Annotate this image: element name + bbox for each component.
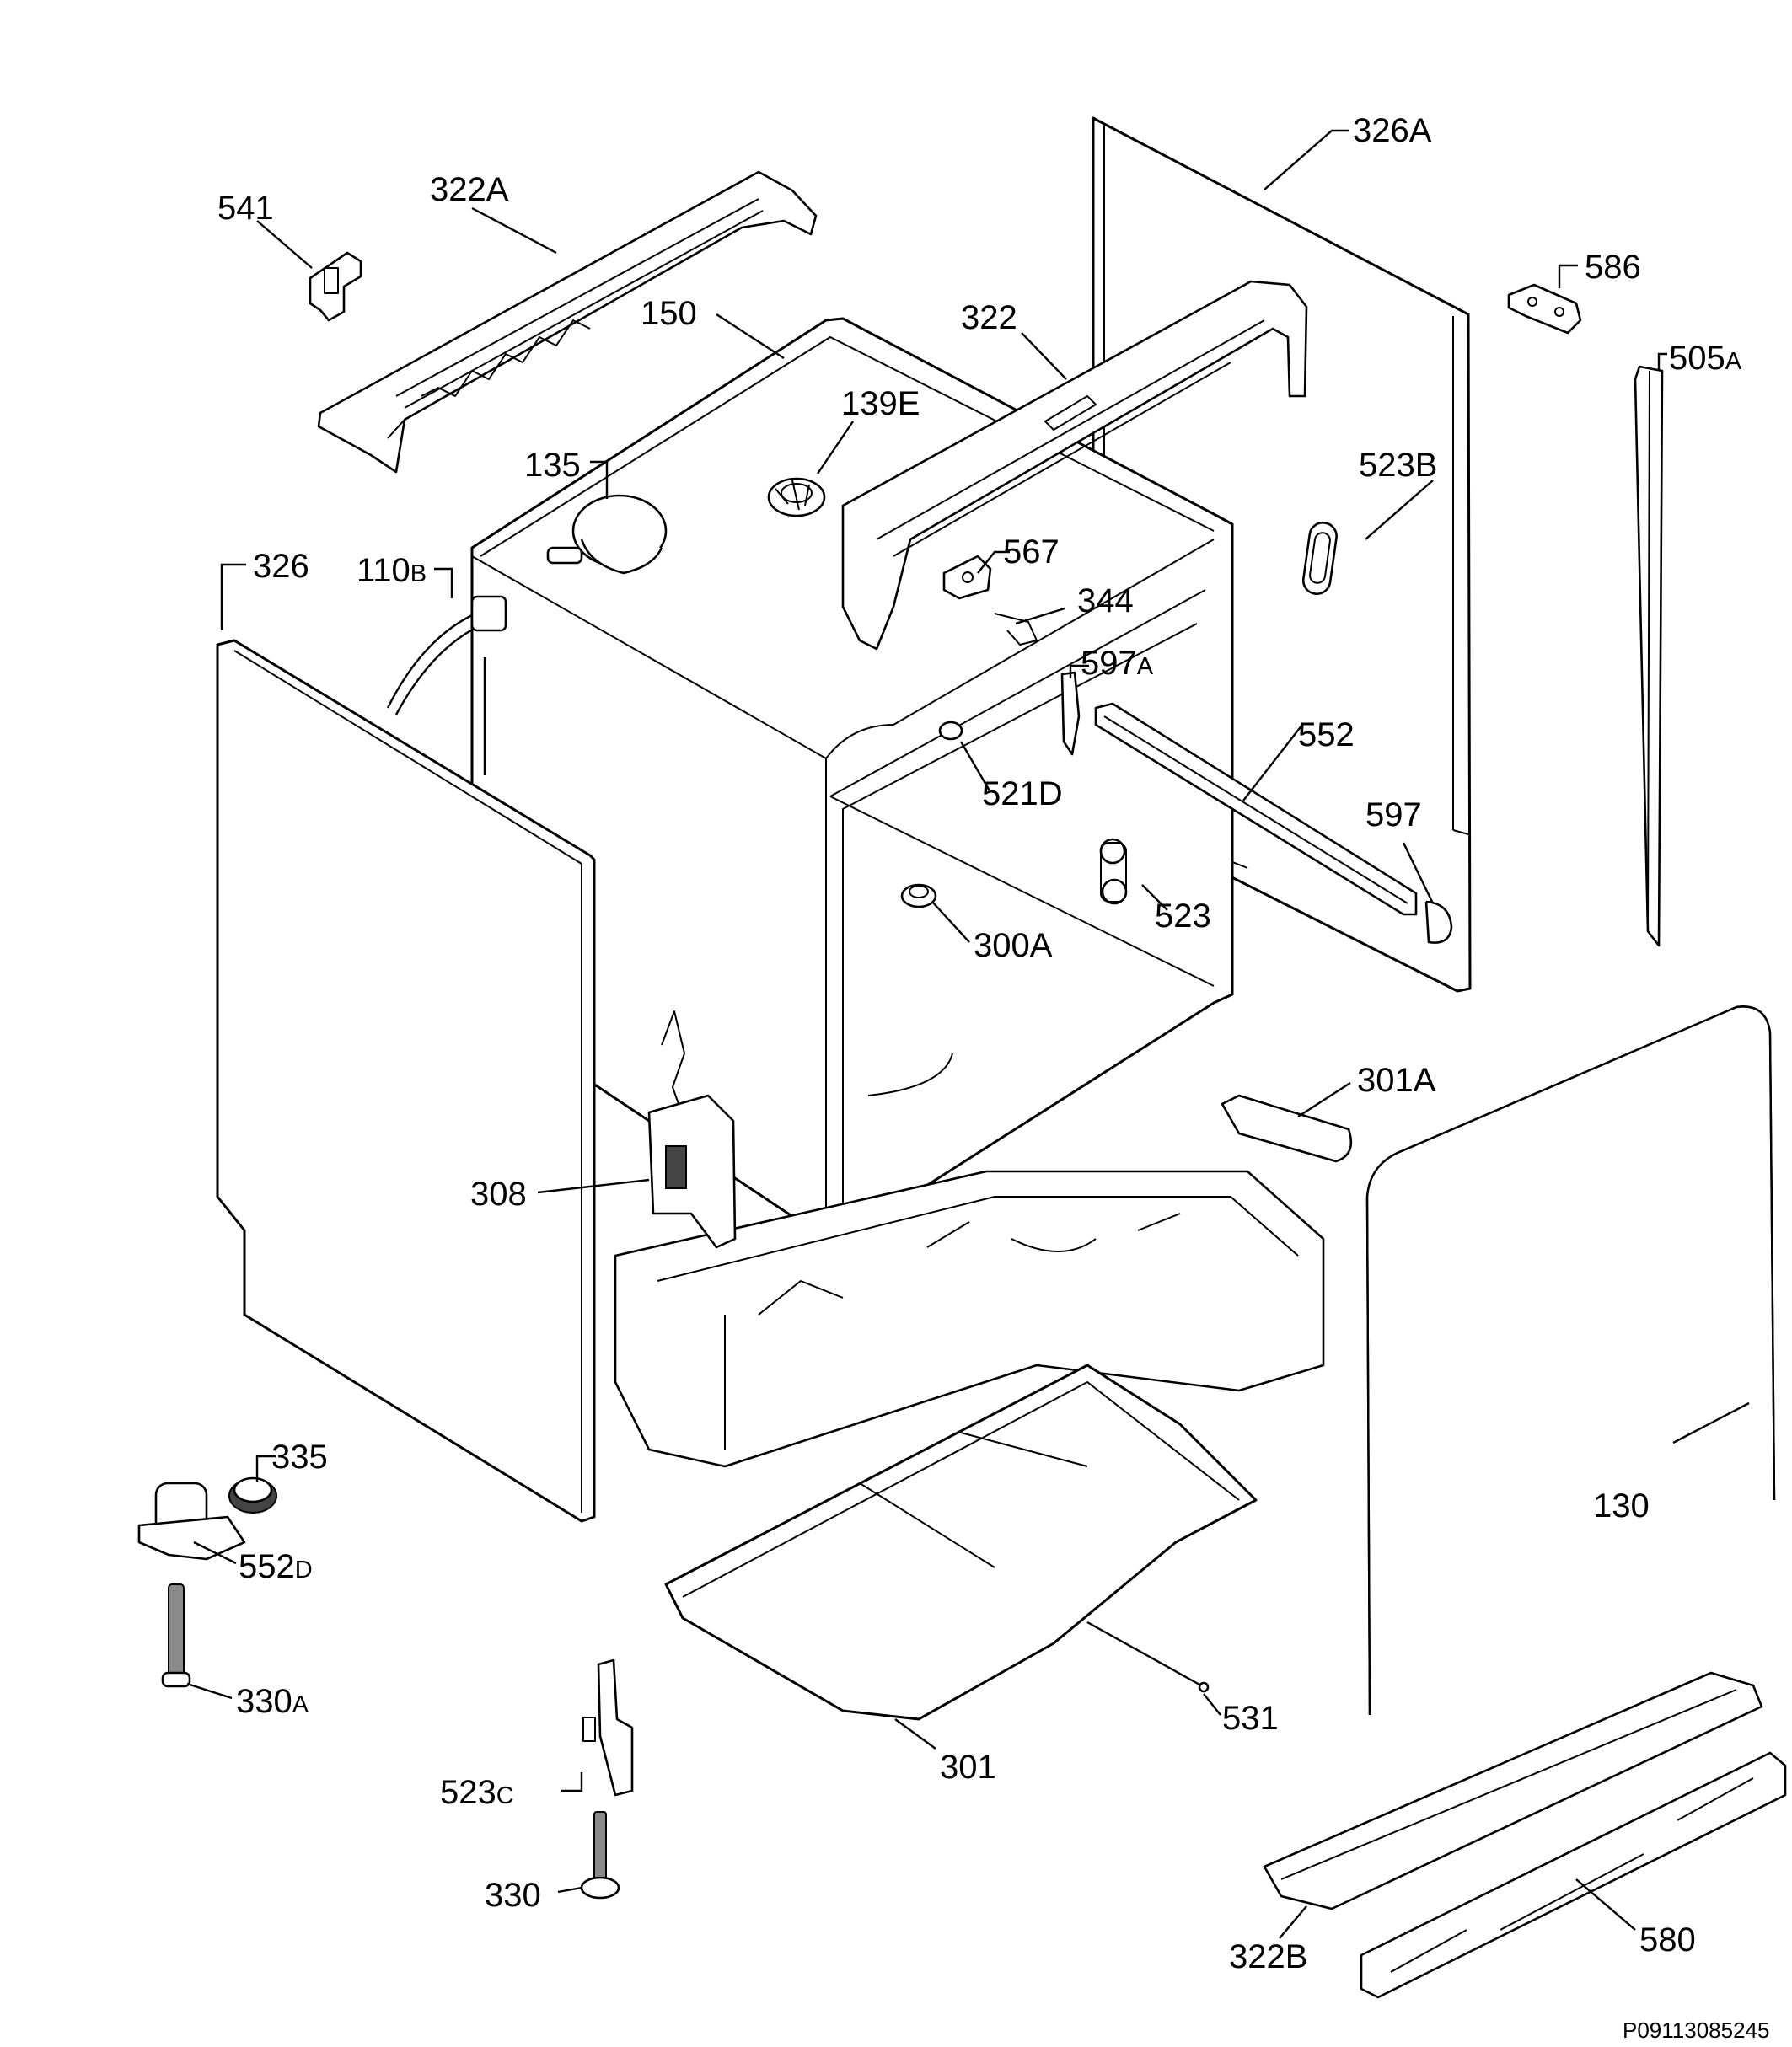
- part-308-hinge: [647, 1010, 737, 1249]
- label-523: 523: [1155, 898, 1211, 935]
- label-531: 531: [1222, 1700, 1279, 1737]
- label-523C: 523C: [440, 1774, 514, 1811]
- label-130: 130: [1593, 1487, 1650, 1525]
- part-130-seal: [1365, 1005, 1776, 1716]
- part-326-side-panel: [216, 639, 596, 1523]
- part-523B-grommet: [1301, 521, 1338, 596]
- label-308: 308: [470, 1176, 527, 1213]
- label-330: 330: [485, 1877, 541, 1914]
- part-523C-bracket: [582, 1658, 634, 1797]
- label-135: 135: [524, 447, 581, 484]
- label-586: 586: [1585, 249, 1641, 286]
- leader-lines: [186, 129, 1750, 1939]
- part-322A-rail: [317, 170, 818, 474]
- part-531-rod: [1086, 1621, 1210, 1693]
- label-322A: 322A: [430, 171, 509, 208]
- base-frame: [614, 1170, 1325, 1468]
- part-521D-plug: [938, 721, 963, 741]
- part-139E-nut: [767, 477, 826, 517]
- part-586-bracket: [1507, 283, 1582, 335]
- label-322B: 322B: [1229, 1938, 1307, 1975]
- part-541-clip: [309, 251, 362, 322]
- part-335-gear: [228, 1476, 277, 1514]
- part-110B-hose: [386, 595, 507, 775]
- label-150: 150: [641, 295, 697, 332]
- label-552: 552: [1298, 716, 1355, 753]
- label-110B: 110B: [357, 552, 427, 589]
- part-322B-rail: [1263, 1671, 1763, 1910]
- part-505A-strip: [1634, 365, 1664, 947]
- part-597-end: [1424, 900, 1453, 944]
- label-567: 567: [1003, 533, 1060, 571]
- label-580: 580: [1639, 1921, 1696, 1959]
- label-322: 322: [961, 299, 1017, 336]
- part-344-spring: [994, 613, 1038, 646]
- part-580-rail: [1360, 1751, 1787, 1999]
- label-139E: 139E: [841, 385, 920, 422]
- label-521D: 521D: [982, 775, 1063, 812]
- part-330-screw: [580, 1811, 620, 1900]
- label-326: 326: [253, 548, 309, 585]
- part-552-rail: [1094, 702, 1418, 916]
- label-597A: 597A: [1081, 645, 1154, 682]
- part-322-rail: [841, 280, 1308, 651]
- label-330A: 330A: [236, 1683, 309, 1720]
- part-523-rollers: [1099, 838, 1128, 905]
- part-labels: 541 322A 326A 586 505A 150 322 139E 135 …: [217, 112, 1769, 2043]
- label-335: 335: [271, 1439, 328, 1476]
- part-597A-hook: [1060, 671, 1081, 756]
- label-301A: 301A: [1357, 1062, 1436, 1099]
- document-id: P09113085245: [1623, 2018, 1769, 2043]
- part-330A-screw: [161, 1583, 191, 1688]
- label-541: 541: [217, 190, 274, 227]
- part-135-dispenser: [546, 494, 668, 575]
- label-597: 597: [1365, 796, 1422, 833]
- part-301A-handle: [1221, 1094, 1353, 1163]
- label-344: 344: [1077, 582, 1134, 619]
- part-301-tray: [664, 1364, 1258, 1721]
- label-523B: 523B: [1359, 447, 1437, 484]
- part-567-clip: [942, 555, 992, 600]
- label-301: 301: [940, 1749, 996, 1786]
- part-300A-nut: [900, 883, 937, 908]
- label-300A: 300A: [974, 927, 1053, 964]
- label-505A: 505A: [1669, 340, 1742, 377]
- label-326A: 326A: [1353, 112, 1432, 149]
- label-552D: 552D: [239, 1548, 313, 1585]
- part-552D-motor: [137, 1482, 246, 1561]
